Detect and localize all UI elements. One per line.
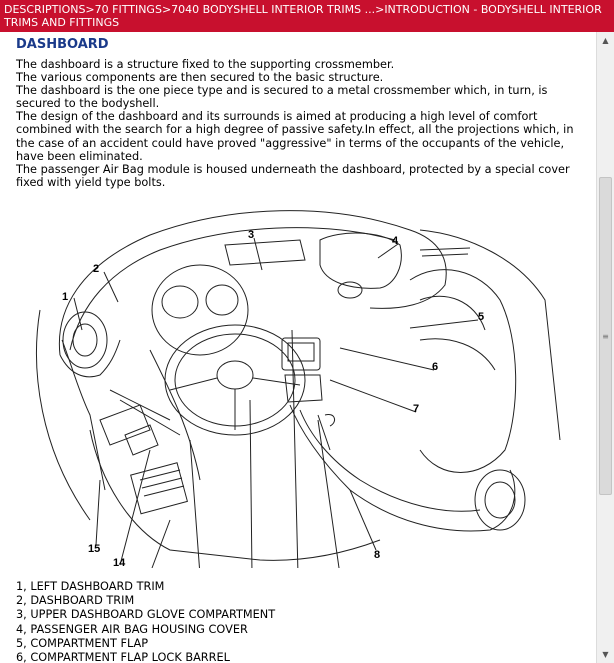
section-title: DASHBOARD (16, 37, 109, 52)
callout-label: 4 (392, 235, 399, 247)
callout-label: 3 (248, 229, 254, 241)
paragraph: The dashboard is a structure fixed to th… (16, 58, 395, 71)
triangle-up-icon: ▲ (602, 36, 609, 45)
legend-item: 1, LEFT DASHBOARD TRIM (16, 580, 165, 593)
legend-item: 2, DASHBOARD TRIM (16, 594, 135, 608)
callout-label: 6 (432, 361, 438, 373)
parts-legend: 1, LEFT DASHBOARD TRIM 2, DASHBOARD TRIM… (16, 580, 576, 663)
callout-label: 15 (88, 543, 100, 555)
callout-label: 7 (413, 403, 419, 415)
scrollbar-thumb[interactable]: ≡ (599, 177, 612, 495)
callout-label: 2 (93, 263, 99, 275)
paragraph: The passenger Air Bag module is housed u… (16, 162, 570, 189)
scroll-up-button[interactable]: ▲ (597, 32, 614, 49)
breadcrumb[interactable]: DESCRIPTIONS>70 FITTINGS>7040 BODYSHELL … (0, 0, 614, 32)
triangle-down-icon: ▼ (602, 650, 609, 659)
callout-label: 8 (374, 549, 380, 561)
paragraph: The various components are then secured … (16, 71, 384, 85)
dashboard-diagram: 1 2 3 4 5 6 7 8 9 10 11 12 13 14 15 (36, 210, 561, 568)
legend-item: 4, PASSENGER AIR BAG HOUSING COVER (16, 622, 248, 636)
scroll-down-button[interactable]: ▼ (597, 646, 614, 663)
legend-item: 3, UPPER DASHBOARD GLOVE COMPARTMENT (16, 608, 276, 622)
legend-item: 5, COMPARTMENT FLAP (16, 636, 149, 650)
callout-label: 5 (478, 311, 484, 323)
document-content: DASHBOARD The dashboard is a structure f… (0, 32, 596, 663)
vertical-scrollbar[interactable]: ▲ ≡ ▼ (596, 32, 614, 663)
paragraph: The dashboard is the one piece type and … (16, 84, 548, 111)
paragraph: The design of the dashboard and its surr… (16, 110, 574, 163)
body-text: The dashboard is a structure fixed to th… (16, 58, 586, 189)
grip-icon: ≡ (602, 331, 609, 341)
legend-item: 6, COMPARTMENT FLAP LOCK BARREL (16, 651, 230, 663)
callout-label: 1 (62, 291, 68, 303)
callout-label: 14 (113, 557, 126, 568)
